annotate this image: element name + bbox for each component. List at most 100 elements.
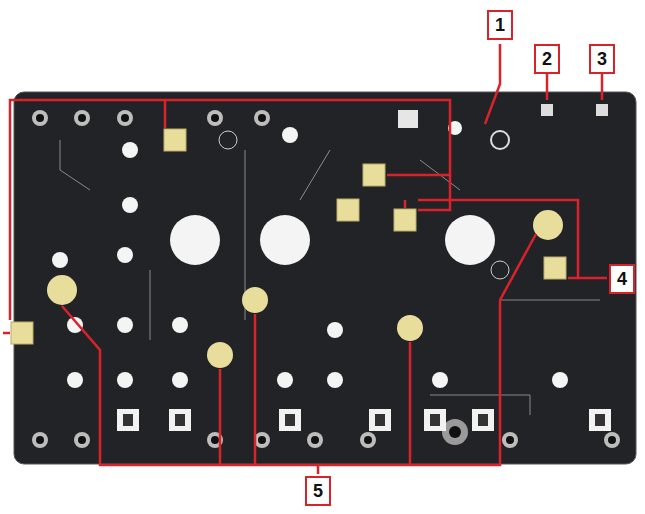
small-knob [432, 372, 448, 388]
display-switch [398, 110, 418, 128]
gate-button [589, 409, 611, 431]
jack [502, 432, 518, 448]
led-ring [491, 261, 509, 279]
jack [32, 110, 48, 126]
leader-line [409, 342, 412, 465]
jack-hole [608, 436, 616, 444]
jack-hole [78, 436, 86, 444]
leader-line [254, 314, 257, 465]
jack [604, 432, 620, 448]
jack-hole [258, 114, 266, 122]
gate-button [369, 409, 391, 431]
jack-hole [211, 114, 219, 122]
gate-button-inner [123, 414, 133, 426]
yellow-knob [533, 210, 563, 240]
leader-line [219, 369, 222, 465]
jack [360, 432, 376, 448]
small-knob [282, 127, 298, 143]
small-knob [172, 372, 188, 388]
large-knob [260, 215, 310, 265]
panel-graphic [500, 300, 600, 301]
jack [307, 432, 323, 448]
big-jack-hole [449, 426, 461, 438]
jack-hole [311, 436, 319, 444]
small-knob [327, 372, 343, 388]
panel-graphic [150, 270, 151, 340]
yellow-knob [207, 342, 233, 368]
small-knob [277, 372, 293, 388]
jack [207, 110, 223, 126]
small-knob [552, 372, 568, 388]
jack [117, 110, 133, 126]
yellow-knob [47, 275, 77, 305]
leader-line [62, 234, 536, 465]
small-knob [67, 372, 83, 388]
large-knob [170, 215, 220, 265]
gate-button [117, 409, 139, 431]
gate-button-inner [175, 414, 185, 426]
gate-button-inner [595, 414, 605, 426]
yellow-button [394, 209, 416, 231]
jack-hole [364, 436, 372, 444]
gate-button [472, 409, 494, 431]
leader-line [418, 200, 607, 278]
callout-number: 2 [534, 44, 560, 74]
leader-line [546, 74, 549, 100]
callout-number: 1 [487, 10, 513, 40]
yellow-button [363, 164, 385, 186]
yellow-button [544, 257, 566, 279]
jack-hole [121, 114, 129, 122]
leader-line [404, 200, 407, 208]
gate-button-inner [430, 414, 440, 426]
gate-button-inner [375, 414, 385, 426]
gate-button [169, 409, 191, 431]
jack-hole [36, 436, 44, 444]
callout-number: 4 [609, 264, 635, 294]
small-knob [52, 252, 68, 268]
small-knob [122, 197, 138, 213]
toggle-switch [541, 104, 553, 116]
small-knob [117, 247, 133, 263]
jack-hole [258, 436, 266, 444]
small-knob [172, 317, 188, 333]
gate-button [424, 409, 446, 431]
ring-jack [491, 131, 509, 149]
yellow-button [337, 199, 359, 221]
leader-line [164, 100, 167, 128]
leader-line [485, 44, 500, 124]
callout-number: 3 [589, 44, 615, 74]
gate-button-inner [285, 414, 295, 426]
panel-graphic [300, 150, 330, 200]
jack [254, 110, 270, 126]
small-knob [122, 142, 138, 158]
callout-number: 5 [305, 476, 331, 506]
small-knob [117, 317, 133, 333]
gate-button [279, 409, 301, 431]
panel-graphic [60, 140, 90, 190]
jack [74, 110, 90, 126]
toggle-switch [596, 104, 608, 116]
leader-line [387, 174, 450, 177]
yellow-knob [242, 287, 268, 313]
leader-line [3, 332, 10, 335]
yellow-knob [397, 315, 423, 341]
gate-button-inner [478, 414, 488, 426]
yellow-button [164, 129, 186, 151]
small-knob [117, 372, 133, 388]
led-ring [219, 131, 237, 149]
jack-hole [211, 436, 219, 444]
leader-line [601, 74, 604, 100]
module-panel [14, 92, 636, 464]
large-knob [445, 215, 495, 265]
leader-line [568, 277, 578, 280]
jack [74, 432, 90, 448]
jack-hole [36, 114, 44, 122]
jack-hole [78, 114, 86, 122]
jack-hole [506, 436, 514, 444]
yellow-button [11, 322, 33, 344]
small-knob [327, 322, 343, 338]
leader-line [317, 465, 320, 474]
jack [254, 432, 270, 448]
